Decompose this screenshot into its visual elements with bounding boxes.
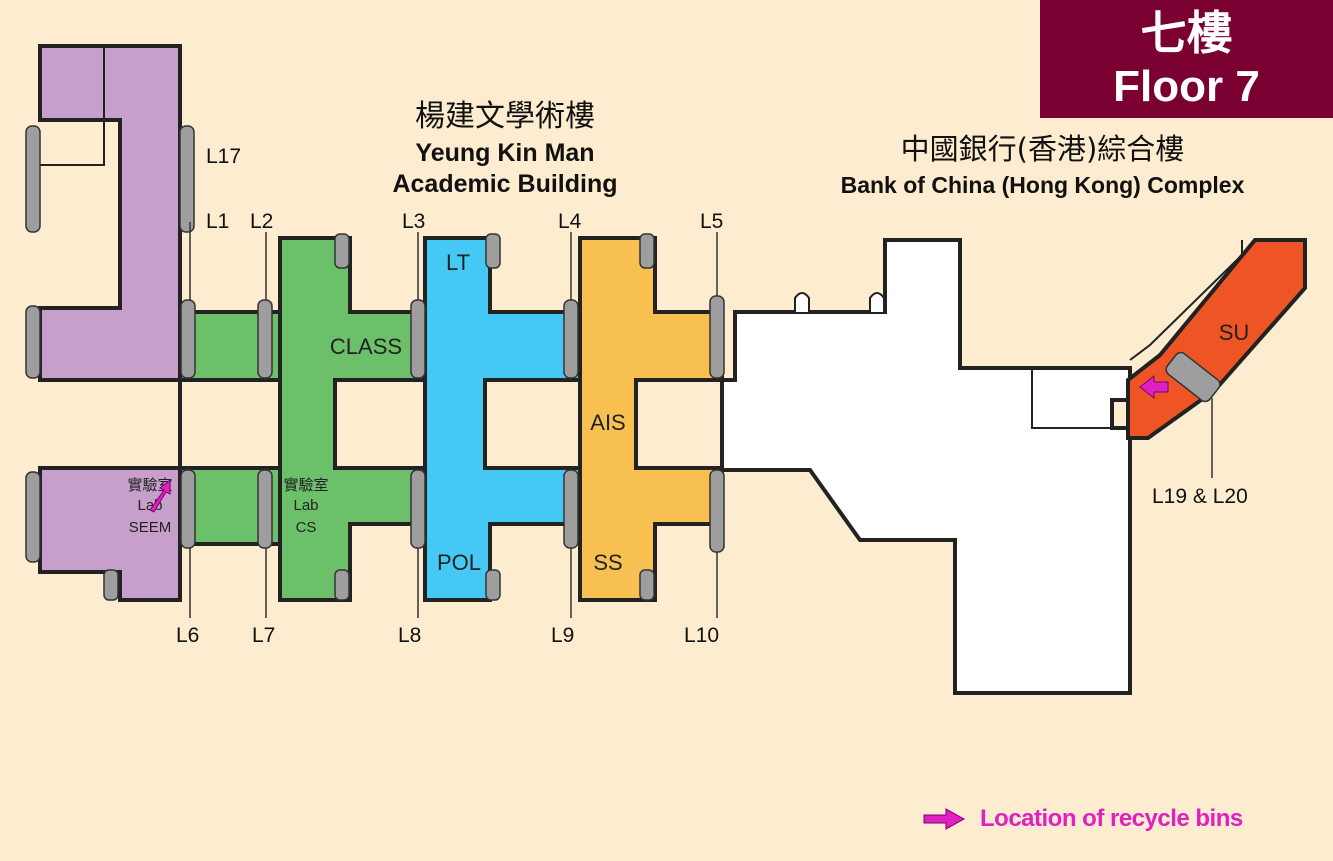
legend-recycle-label: Location of recycle bins <box>980 805 1243 832</box>
room-label-pol: POL <box>437 550 481 575</box>
lift-label-l2: L2 <box>250 210 273 233</box>
cs-wing[interactable] <box>278 236 427 602</box>
boc-building[interactable] <box>720 238 1132 695</box>
cs-lab-chinese: 實驗室 <box>283 476 328 494</box>
floor-badge: 七樓 Floor 7 <box>1040 0 1333 118</box>
core-block-pol-bottom <box>485 569 501 601</box>
lift-block-l1[interactable] <box>180 299 196 379</box>
cs-lab-label: Lab <box>293 497 318 514</box>
boc-title-english: Bank of China (Hong Kong) Complex <box>840 172 1245 198</box>
lift-label-l8: L8 <box>398 624 421 647</box>
recycle-bin-su[interactable] <box>1139 374 1169 400</box>
core-block-west-3 <box>25 471 41 563</box>
lift-label-l3: L3 <box>402 210 425 233</box>
lift-label-l7: L7 <box>252 624 275 647</box>
cs-label: CS <box>296 519 317 536</box>
lift-label-l4: L4 <box>558 210 582 233</box>
core-block-west-2 <box>25 305 41 379</box>
boc-stub-1 <box>794 292 810 312</box>
seem-lab-chinese: 實驗室 <box>127 476 172 494</box>
ykm-title-english-line1: Yeung Kin Man <box>415 139 595 167</box>
core-block-seem-bottom <box>103 569 119 601</box>
ykm-title-english-line2: Academic Building <box>392 170 618 198</box>
core-block-ais-bottom <box>639 569 655 601</box>
seem-label: SEEM <box>129 519 172 536</box>
lift-label-l9: L9 <box>551 624 574 647</box>
floor-title-english: Floor 7 <box>1113 62 1260 111</box>
core-block-pol-top <box>485 233 501 269</box>
map-legend: Location of recycle bins <box>922 802 1243 836</box>
core-block-cs-bottom <box>334 569 350 601</box>
lift-block-l17[interactable] <box>179 125 195 233</box>
lift-label-l6: L6 <box>176 624 199 647</box>
boc-building-title: 中國銀行(香港)綜合樓 Bank of China (Hong Kong) Co… <box>780 128 1305 200</box>
ykm-building-title: 楊建文學術樓 Yeung Kin Man Academic Building <box>345 96 665 200</box>
room-label-su: SU <box>1219 320 1250 345</box>
su-wing[interactable] <box>1126 238 1307 440</box>
lift-block-l3[interactable] <box>410 299 426 379</box>
room-label-ais: AIS <box>590 410 625 435</box>
seem-wing-inner-line <box>40 46 105 166</box>
lift-label-l5: L5 <box>700 210 723 233</box>
ykm-title-chinese: 楊建文學術樓 <box>415 99 595 134</box>
room-label-lt: LT <box>446 250 470 275</box>
boc-inner-room <box>1031 368 1112 429</box>
pol-wing[interactable] <box>423 236 582 602</box>
lift-block-l4[interactable] <box>563 299 579 379</box>
boc-stub-2 <box>869 292 885 312</box>
lift-label-l1: L1 <box>206 210 229 233</box>
floor-title-chinese: 七樓 <box>1140 6 1233 60</box>
lift-block-l19-l20[interactable] <box>1164 350 1223 404</box>
core-block-ais-top <box>639 233 655 269</box>
room-label-ss: SS <box>593 550 622 575</box>
lift-label-l19-l20: L19 & L20 <box>1152 485 1248 508</box>
lift-block-l5[interactable] <box>709 295 725 379</box>
lift-block-l9[interactable] <box>563 469 579 549</box>
lift-label-l10: L10 <box>684 624 719 647</box>
recycle-arrow-icon <box>923 808 966 830</box>
su-wing-outer-wall <box>1129 240 1243 361</box>
lift-label-l17: L17 <box>206 145 241 168</box>
lift-block-l2[interactable] <box>257 299 273 379</box>
lift-block-l7[interactable] <box>257 469 273 549</box>
room-label-class: CLASS <box>330 334 402 359</box>
lift-block-l6[interactable] <box>180 469 196 549</box>
lift-block-l8[interactable] <box>410 469 426 549</box>
seem-wing[interactable] <box>38 44 182 602</box>
core-block-west-1 <box>25 125 41 233</box>
boc-title-chinese: 中國銀行(香港)綜合樓 <box>900 132 1185 166</box>
core-block-cs-top <box>334 233 350 269</box>
recycle-bin-seem[interactable] <box>149 478 171 513</box>
lift-block-l10[interactable] <box>709 469 725 553</box>
ais-wing[interactable] <box>578 236 724 602</box>
